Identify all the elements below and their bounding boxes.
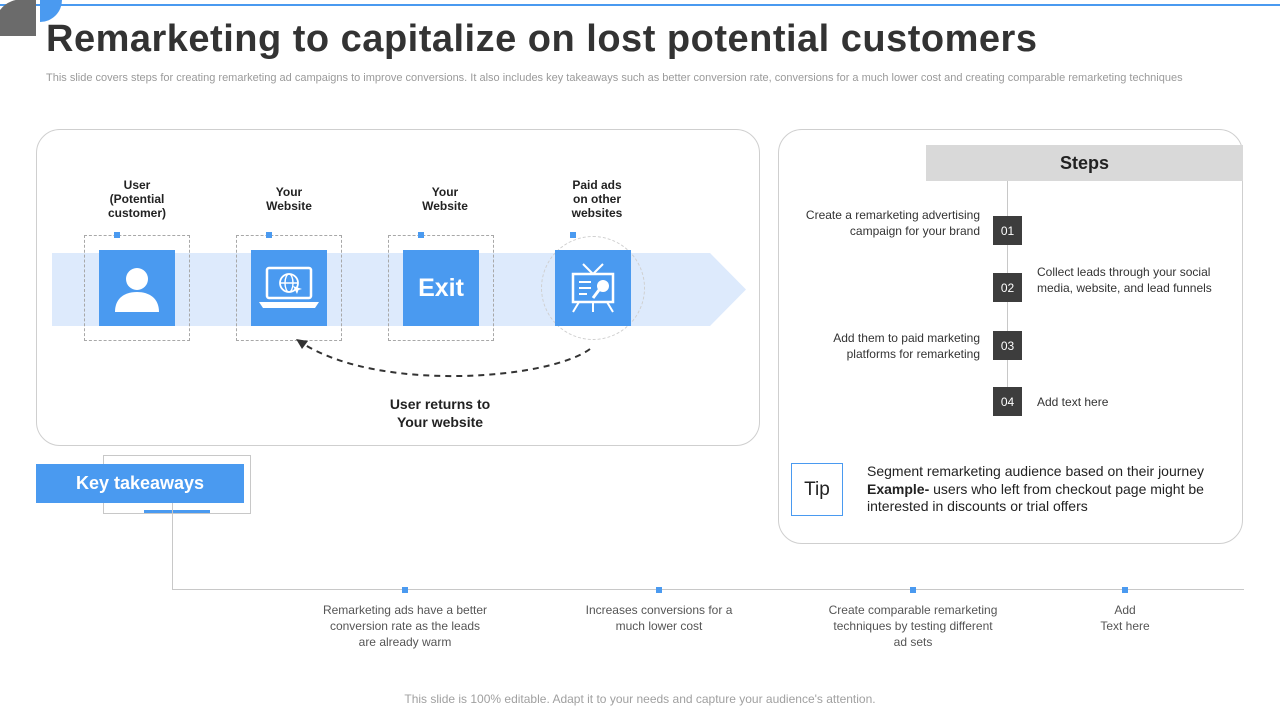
user-icon [99,250,175,326]
takeaways-underline [144,510,210,513]
tip-line: Segment remarketing audience based on th… [867,463,1204,479]
flow-connector-dot [570,232,576,238]
steps-header: Steps [926,145,1243,181]
step-text: Create a remarketing advertising campaig… [805,208,980,238]
takeaway-text: Remarketing ads have a better conversion… [322,603,488,649]
top-accent-line [0,4,1280,6]
step-text: Add text here [1037,395,1109,409]
footer-note: This slide is 100% editable. Adapt it to… [404,692,876,706]
flow-node-frame-website [236,235,342,341]
flow-connector-dot [418,232,424,238]
return-label: User returns to Your website [389,396,491,430]
takeaways-timeline [172,589,1244,590]
flow-connector-dot [114,232,120,238]
takeaway-text: Increases conversions for a much lower c… [585,603,733,633]
takeaway-dot [402,587,408,593]
exit-label: Exit [418,273,464,302]
step-text: Collect leads through your social media,… [1037,265,1212,295]
takeaway-dot [656,587,662,593]
takeaway-text: Create comparable remarketing techniques… [828,603,998,649]
corner-decoration [0,0,62,36]
flow-node-frame-exit [388,235,494,341]
steps-panel [778,129,1243,544]
tip-badge: Tip [791,463,843,516]
return-arrow [296,339,591,377]
flow-panel [36,129,760,446]
takeaway-dot [910,587,916,593]
tip-text: Segment remarketing audience based on th… [867,463,1237,516]
flow-node-label-user: User (Potential customer) [107,178,166,220]
step-number: 04 [993,387,1022,416]
flow-node-frame-ads [541,236,645,340]
billboard-ad-icon [555,250,631,326]
exit-icon: Exit [403,250,479,326]
flow-node-label-website-exit: Your Website [422,185,468,213]
page-title: Remarketing to capitalize on lost potent… [46,18,1038,60]
page-subtitle: This slide covers steps for creating rem… [46,72,1183,84]
takeaway-dot [1122,587,1128,593]
takeaway-text: Add Text here [1100,603,1150,633]
step-number: 03 [993,331,1022,360]
step-number: 01 [993,216,1022,245]
flow-node-label-paid-ads: Paid ads on other websites [571,178,623,220]
flow-connector-dot [266,232,272,238]
laptop-globe-icon [251,250,327,326]
tip-example-label: Example- [867,480,930,497]
step-text: Add them to paid marketing platforms for… [833,331,980,361]
flow-node-label-website: Your Website [266,185,312,213]
tip-example-text: users who left from checkout page might … [867,480,1204,515]
step-number: 02 [993,273,1022,302]
takeaways-title: Key takeaways [36,464,244,503]
takeaways-connector [172,503,173,590]
flow-node-frame-user [84,235,190,341]
